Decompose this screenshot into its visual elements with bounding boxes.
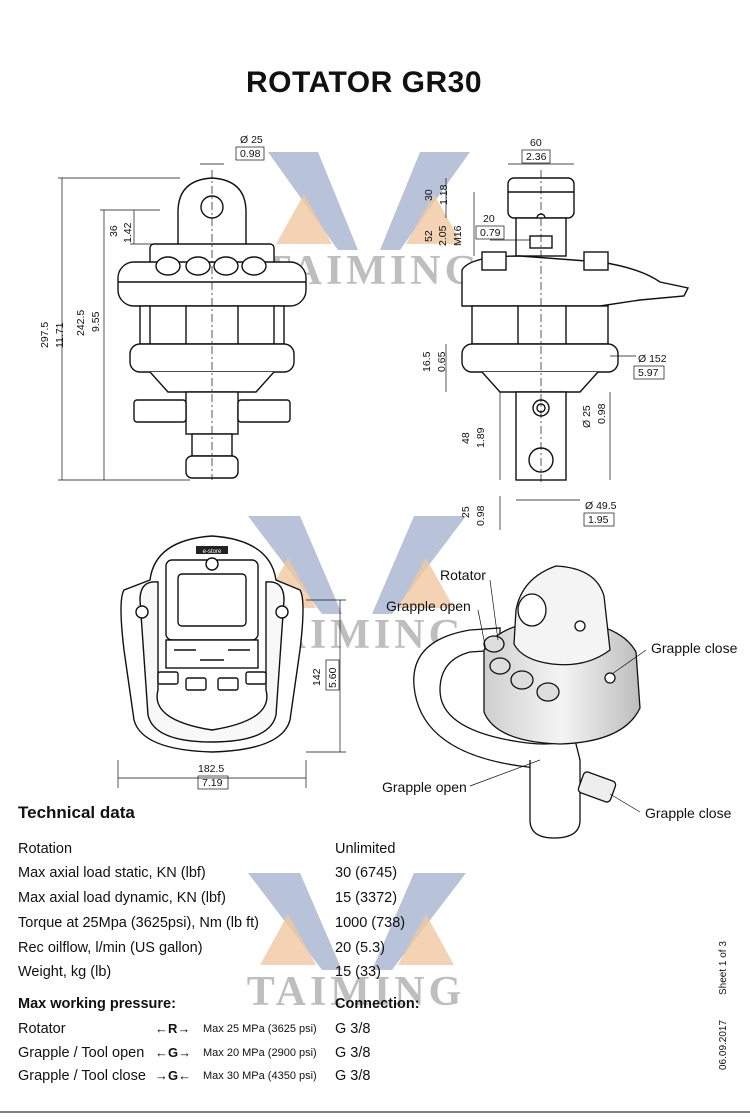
tech-row-value: 30 (6745) <box>335 865 398 881</box>
tech-row-label: Rotation <box>18 841 73 857</box>
pressure-row-pressure: Max 30 MPa (4350 psi) <box>203 1070 317 1082</box>
pressure-row-connection: G 3/8 <box>335 1068 371 1084</box>
tech-row-value: Unlimited <box>335 841 396 857</box>
pressure-row-arrow: →G← <box>155 1068 192 1083</box>
pressure-row-label: Grapple / Tool open <box>18 1045 145 1061</box>
side-view-dimlines <box>445 163 636 530</box>
dim-30: 30 <box>423 189 435 201</box>
dim-48: 48 <box>460 432 472 444</box>
iso-label-grapple-open-bottom: Grapple open <box>382 779 467 795</box>
iso-label-rotator: Rotator <box>440 567 486 583</box>
dim-142: 142 <box>311 668 323 686</box>
dim-d25-top-in: 0.98 <box>240 148 261 160</box>
dim-60: 60 <box>530 137 542 149</box>
technical-data-heading: Technical data <box>18 803 135 822</box>
page-title: ROTATOR GR30 <box>245 66 483 99</box>
dim-20-in: 0.79 <box>480 227 501 239</box>
dim-52-in: 2.05 <box>437 225 449 246</box>
dim-20: 20 <box>483 213 495 225</box>
dim-242: 242.5 <box>75 310 87 336</box>
pressure-row-connection: G 3/8 <box>335 1045 371 1061</box>
front-view-dimlines <box>58 163 224 481</box>
dim-182: 182.5 <box>198 763 224 775</box>
dim-52: 52 <box>423 230 435 242</box>
watermark-text-bottom: TAIMING <box>247 969 466 1015</box>
front-view <box>117 170 307 480</box>
tech-row-label: Max axial load dynamic, KN (lbf) <box>18 890 226 906</box>
tech-row-value: 20 (5.3) <box>335 940 385 956</box>
side-view <box>461 170 690 484</box>
tech-row-value: 15 (33) <box>335 964 381 980</box>
dim-297: 297.5 <box>39 322 51 348</box>
tech-row-label: Rec oilflow, l/min (US gallon) <box>18 940 203 956</box>
pressure-heading: Max working pressure: <box>18 996 176 1012</box>
connection-heading: Connection: <box>335 996 420 1012</box>
dim-48-in: 1.89 <box>475 427 487 448</box>
tech-row-label: Weight, kg (lb) <box>18 964 112 980</box>
tech-row-value: 15 (3372) <box>335 890 398 906</box>
dim-d152-in: 5.97 <box>638 367 659 379</box>
drawing-date: 06.09.2017 <box>718 1019 729 1070</box>
dim-d25-side-in: 0.98 <box>596 403 608 424</box>
tech-row-value: 1000 (738) <box>335 915 406 931</box>
pressure-row-label: Grapple / Tool close <box>18 1068 146 1084</box>
dim-60-in: 2.36 <box>526 151 547 163</box>
pressure-row-connection: G 3/8 <box>335 1021 371 1037</box>
dim-16: 16.5 <box>421 351 433 372</box>
top-view <box>120 535 304 753</box>
dim-242-in: 9.55 <box>90 311 102 332</box>
dim-16-in: 0.65 <box>436 351 448 372</box>
dim-297-in: 11.71 <box>54 322 66 348</box>
tech-row-label: Torque at 25Mpa (3625psi), Nm (lb ft) <box>18 915 259 931</box>
dim-d25-top: Ø 25 <box>240 134 263 146</box>
pressure-row-pressure: Max 20 MPa (2900 psi) <box>203 1047 317 1059</box>
top-view-badge: e-store <box>203 549 222 555</box>
dim-30-in: 1.18 <box>438 184 450 205</box>
dim-142-in: 5.60 <box>327 667 339 688</box>
iso-label-grapple-close-top: Grapple close <box>651 640 738 656</box>
watermark-logo-bottom <box>248 873 466 970</box>
dim-m16: M16 <box>452 225 464 246</box>
dim-d49: Ø 49.5 <box>585 500 617 512</box>
iso-label-grapple-close-bottom: Grapple close <box>645 805 732 821</box>
dim-36-in: 1.42 <box>122 222 134 243</box>
dim-182-in: 7.19 <box>202 777 223 789</box>
isometric-view <box>413 565 641 839</box>
iso-leader-lines <box>469 579 647 813</box>
pressure-row-label: Rotator <box>18 1021 66 1037</box>
pressure-row-pressure: Max 25 MPa (3625 psi) <box>203 1023 317 1035</box>
pressure-row-arrow: ←G→ <box>155 1045 192 1060</box>
iso-label-grapple-open-top: Grapple open <box>386 598 471 614</box>
dim-d49-in: 1.95 <box>588 514 609 526</box>
dim-36: 36 <box>108 225 120 237</box>
dim-d152: Ø 152 <box>638 353 667 365</box>
dim-25: 25 <box>460 506 472 518</box>
sheet-number: Sheet 1 of 3 <box>718 941 729 995</box>
tech-row-label: Max axial load static, KN (lbf) <box>18 865 206 881</box>
top-view-dimlines <box>117 599 346 788</box>
dim-25-in: 0.98 <box>475 505 487 526</box>
watermark-logo-top <box>268 152 470 250</box>
dim-d25-side: Ø 25 <box>581 405 593 428</box>
pressure-row-arrow: ←R→ <box>155 1021 191 1036</box>
